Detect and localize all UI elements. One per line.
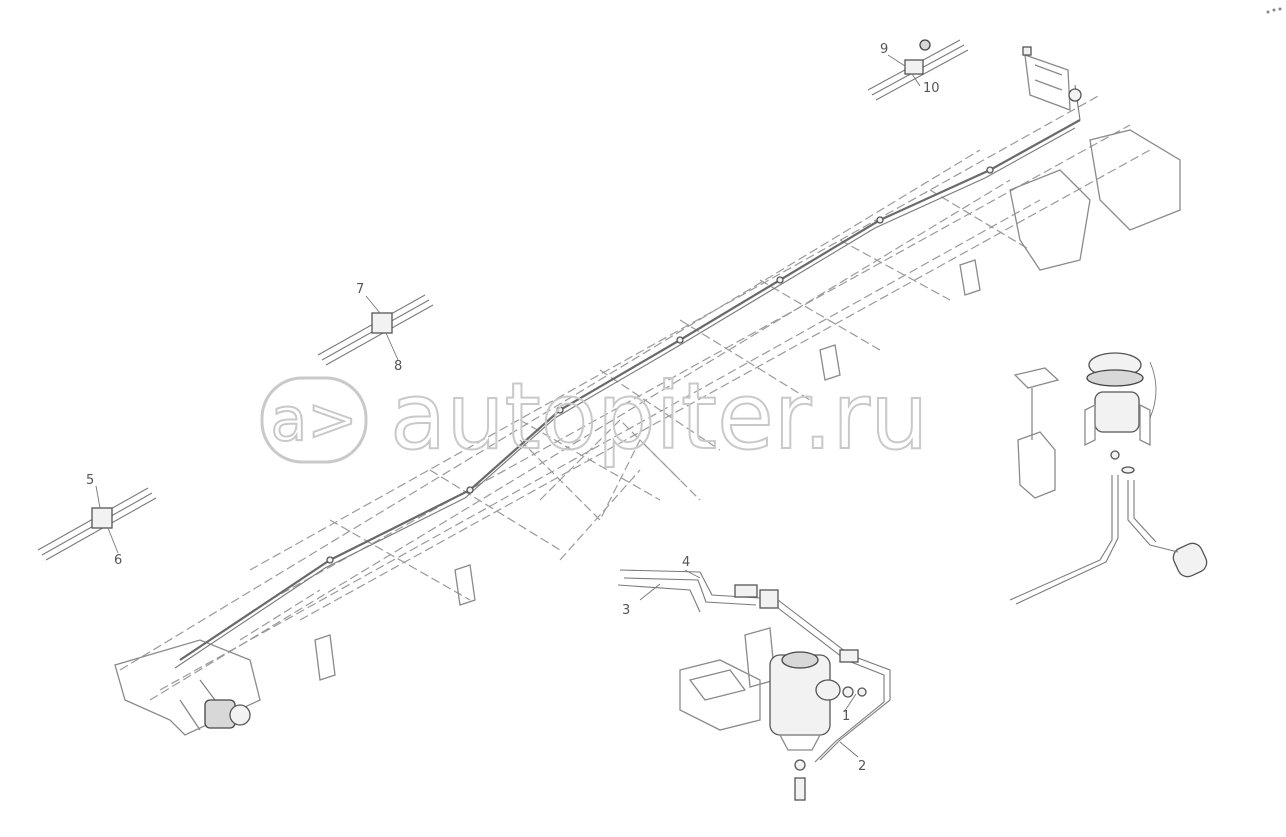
callouts: 1 2 3 4 5 6 7 8 9 10 [86,42,940,774]
valve-bracket-assembly [1009,352,1208,605]
callout-4: 4 [682,555,690,570]
callout-2: 2 [858,759,866,774]
detail-clip-7-8 [317,294,434,366]
brake-lines [174,84,1081,701]
callout-9: 9 [880,42,888,57]
chassis-frame [114,94,1181,736]
callout-3: 3 [622,603,630,618]
detail-clip-5-6 [37,485,157,561]
callout-7: 7 [356,282,364,297]
callout-8: 8 [394,359,402,374]
callout-5: 5 [86,473,94,488]
corner-mark-icon [1266,7,1282,14]
front-mount-bracket [1022,46,1082,111]
detail-clip-9-10 [867,39,969,101]
watermark-text: autopiter.ru [390,363,928,470]
callout-1: 1 [842,709,850,724]
callout-6: 6 [114,553,122,568]
callout-10: 10 [923,81,940,96]
brake-valve-assembly [617,569,891,801]
watermark: a> autopiter.ru [260,362,929,471]
autopiter-logo-icon [260,376,368,464]
watermark-logo-glyph: a> [270,385,357,455]
rear-brake-chamber [204,699,251,729]
